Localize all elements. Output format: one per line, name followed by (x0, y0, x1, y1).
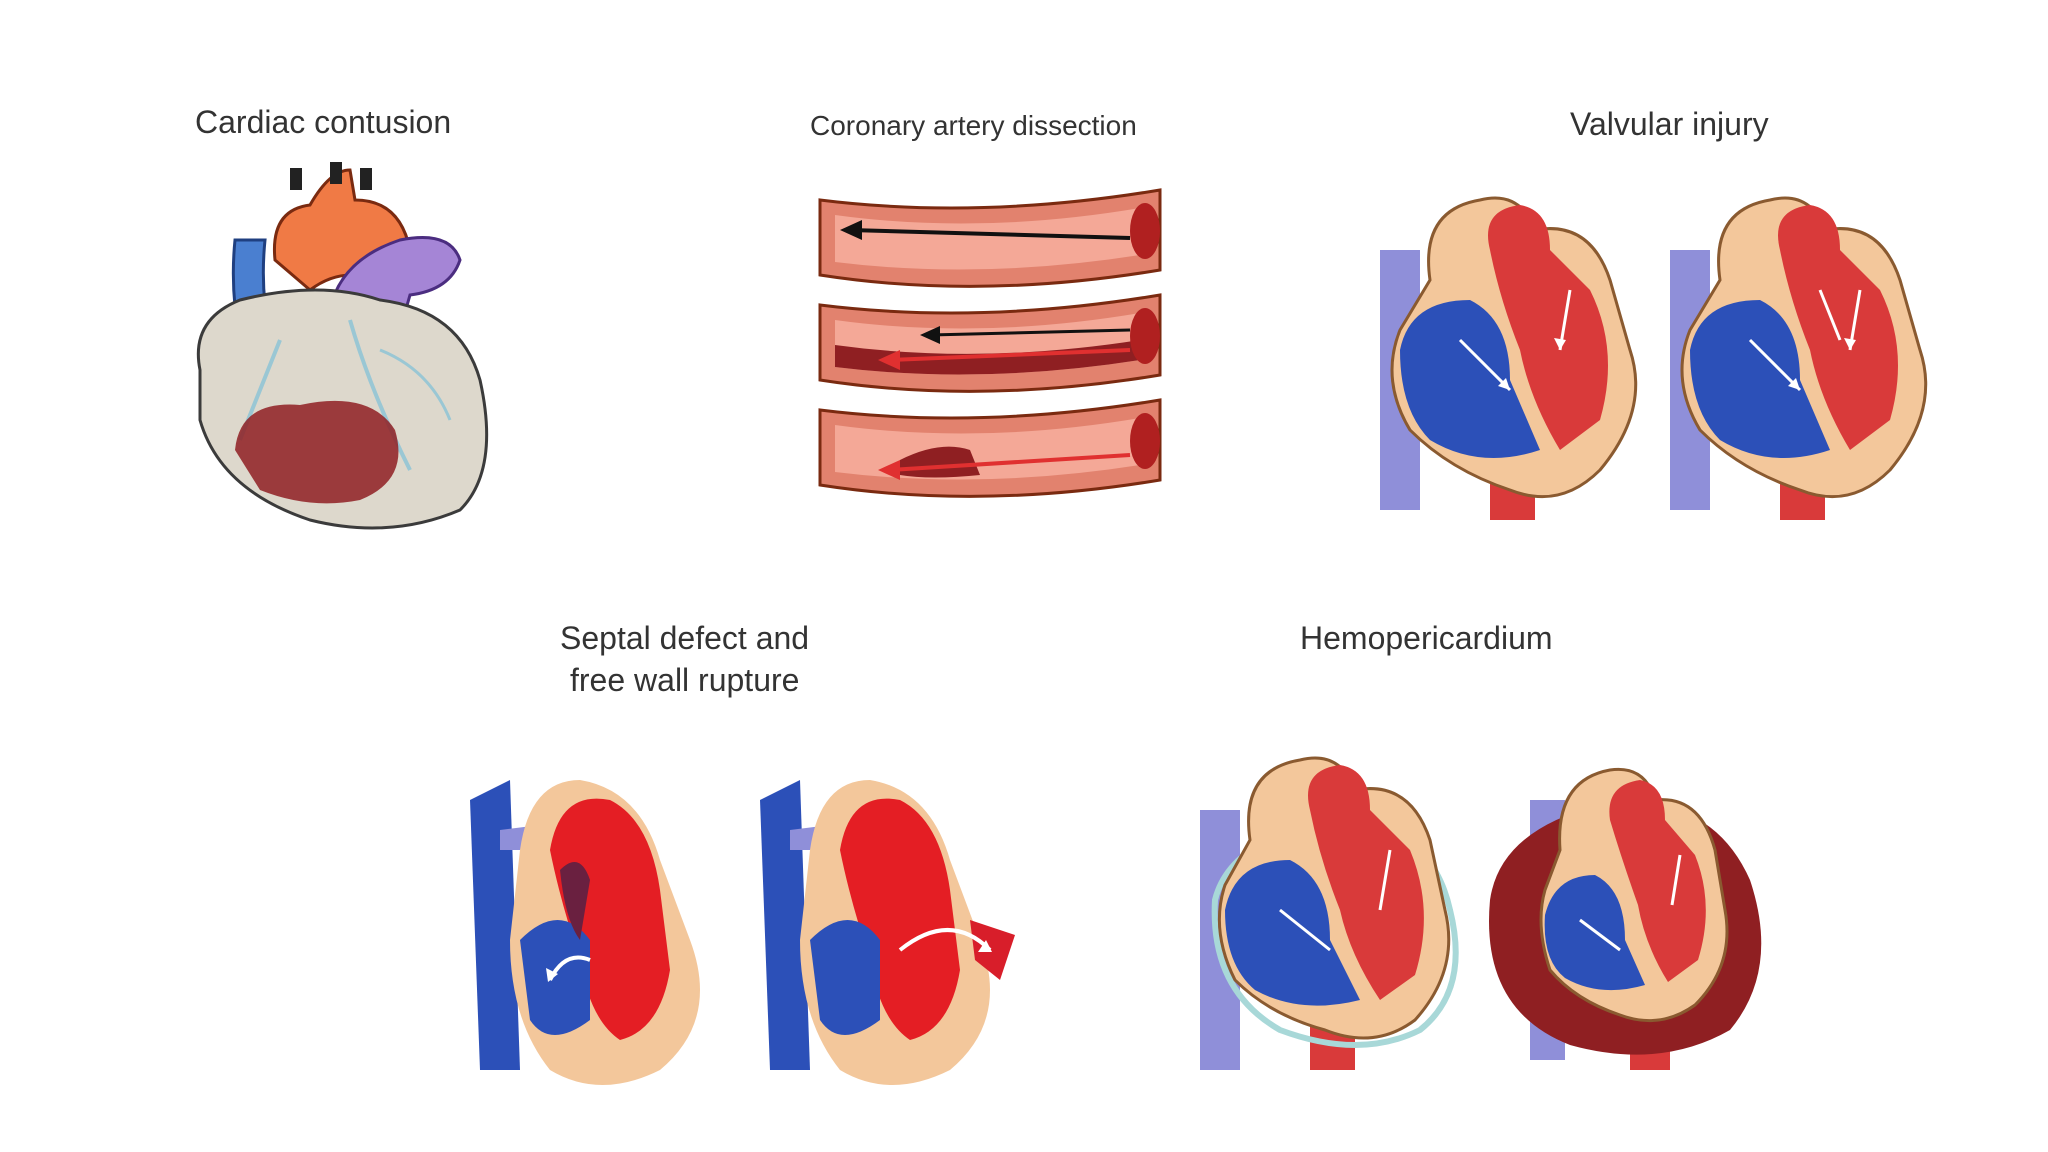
panel-coronary-artery-dissection: Coronary artery dissection (780, 90, 1220, 530)
valvular-heart-normal (1380, 196, 1638, 520)
normal-vessel (818, 188, 1162, 288)
dissection-vessels-illustration (818, 188, 1162, 498)
hemopericardium-heart-effusion (1489, 767, 1762, 1070)
label-coronary-artery-dissection: Coronary artery dissection (810, 110, 1137, 141)
septal-defect-heart (470, 780, 700, 1085)
panel-valvular-injury: Valvular injury (1360, 90, 1960, 530)
false-lumen-vessel (818, 398, 1162, 498)
flap-vessel (818, 293, 1162, 393)
label-valvular-injury: Valvular injury (1570, 106, 1769, 142)
panel-septal-defect: Septal defect and free wall rupture (440, 610, 1040, 1110)
hemopericardium-heart-normal (1200, 756, 1459, 1070)
panel-cardiac-contusion: Cardiac contusion (160, 90, 540, 550)
panel-hemopericardium: Hemopericardium (1190, 610, 1790, 1110)
label-septal-defect-line2: free wall rupture (570, 662, 800, 698)
contusion-heart-illustration (196, 162, 489, 530)
label-cardiac-contusion: Cardiac contusion (195, 104, 452, 140)
label-hemopericardium: Hemopericardium (1300, 620, 1553, 656)
free-wall-rupture-heart (760, 780, 1015, 1085)
label-septal-defect-line1: Septal defect and (560, 620, 810, 656)
valvular-heart-injured (1670, 196, 1928, 520)
